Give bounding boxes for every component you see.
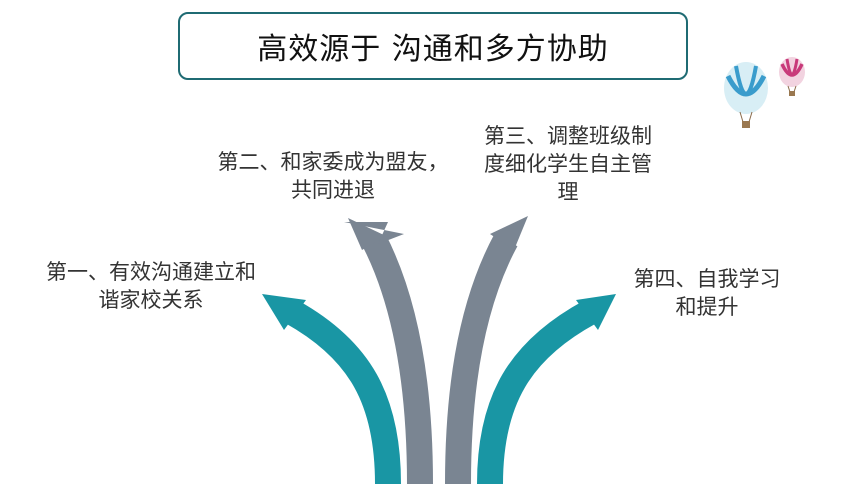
page-title: 高效源于 沟通和多方协助 (257, 32, 609, 67)
arrow-1-head (262, 294, 306, 330)
arrow-1 (285, 300, 401, 484)
title-box: 高效源于 沟通和多方协助 (178, 12, 688, 80)
arrow-4 (477, 300, 597, 484)
arrow-4-head (576, 294, 616, 330)
item-label-4: 第四、自我学习和提升 (633, 267, 781, 319)
item-label-1: 第一、有效沟通建立和谐家校关系 (46, 260, 256, 312)
item-label-2: 第二、和家委成为盟友，共同进退 (217, 150, 449, 202)
arrow-2-head (344, 222, 404, 244)
arrow-3 (445, 233, 518, 484)
arrow-3-head (490, 216, 528, 250)
arrow-2 (362, 234, 433, 484)
item-label-3: 第三、调整班级制度细化学生自主管理 (484, 124, 652, 204)
arrow-2-tip (348, 218, 386, 250)
hot-air-balloons-icon (724, 57, 805, 128)
